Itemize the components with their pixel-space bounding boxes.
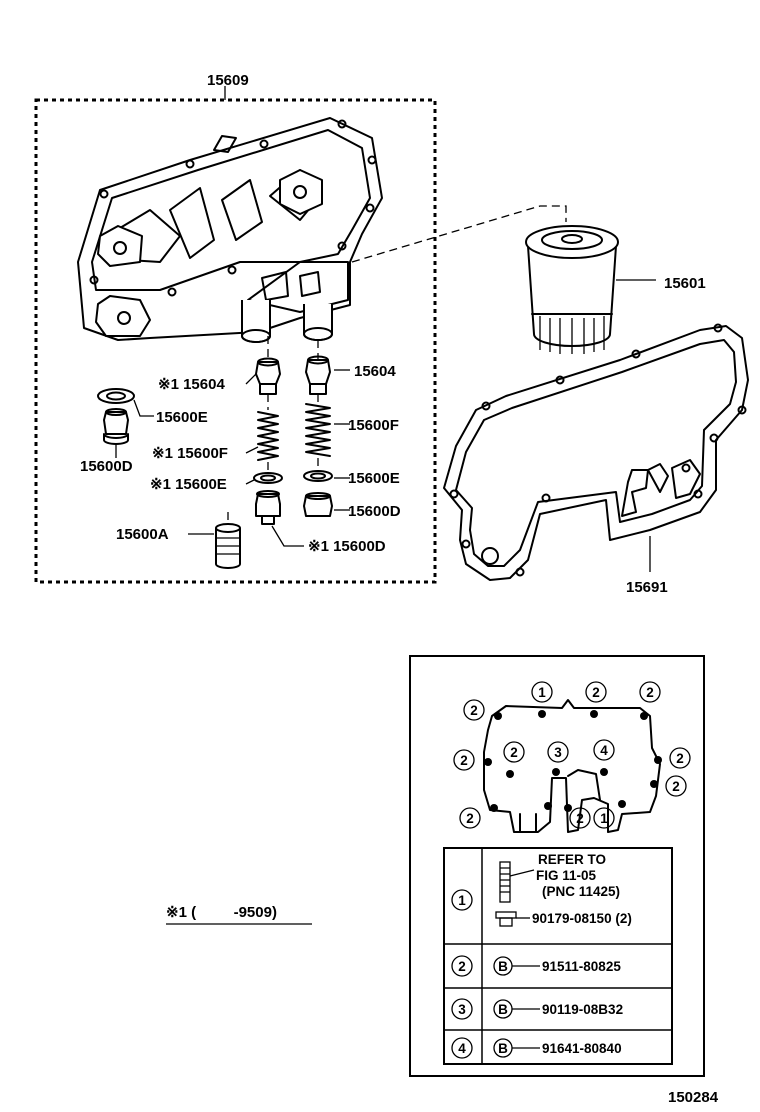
marker-4: 4 xyxy=(593,739,615,761)
label-15600E-right: 15600E xyxy=(348,470,400,487)
svg-text:2: 2 xyxy=(646,685,654,700)
svg-text:(PNC 11425): (PNC 11425) xyxy=(542,884,620,899)
marker-1-bottom: 1 xyxy=(593,807,615,829)
label-15604-right: 15604 xyxy=(354,363,396,380)
marker-2-bottom-mid: 2 xyxy=(569,807,591,829)
svg-text:1: 1 xyxy=(538,685,546,700)
marker-2-right-b: 2 xyxy=(665,775,687,797)
marker-2-top-b: 2 xyxy=(639,681,661,703)
left-washer-plug xyxy=(97,388,154,458)
label-15600E-left: ※1 15600E xyxy=(150,476,227,493)
bolt-flange-icon xyxy=(495,911,517,927)
label-15600D-right: 15600D xyxy=(348,503,401,520)
left-relief-valve-stack xyxy=(245,357,304,547)
svg-text:91511-80825: 91511-80825 xyxy=(542,959,621,974)
marker-2-left-top: 2 xyxy=(463,699,485,721)
svg-text:2: 2 xyxy=(592,685,600,700)
label-15604-left: ※1 15604 xyxy=(158,376,225,393)
oil-cooler-housing xyxy=(77,117,383,360)
label-15601: 15601 xyxy=(664,275,706,292)
bolt-table: 1 REFER TO FIG 11-05 (PNC 11425) 90179-0… xyxy=(443,847,673,1065)
label-15600F-right: 15600F xyxy=(348,417,399,434)
svg-text:2: 2 xyxy=(458,959,466,974)
marker-2-inner: 2 xyxy=(503,741,525,763)
svg-text:B: B xyxy=(498,1002,508,1017)
bolt-chart-outline xyxy=(483,699,661,833)
svg-text:REFER TO: REFER TO xyxy=(538,852,606,867)
svg-text:91641-80840: 91641-80840 xyxy=(542,1041,622,1056)
marker-2-left-mid: 2 xyxy=(453,749,475,771)
svg-text:B: B xyxy=(498,1041,508,1056)
leader-filter xyxy=(351,205,567,263)
svg-text:FIG 11-05: FIG 11-05 xyxy=(536,868,597,883)
svg-text:2: 2 xyxy=(672,779,680,794)
right-relief-valve-stack xyxy=(303,355,350,517)
label-15600D-top: 15600D xyxy=(80,458,133,475)
svg-text:2: 2 xyxy=(576,811,584,826)
svg-text:4: 4 xyxy=(458,1041,466,1056)
svg-text:2: 2 xyxy=(510,745,518,760)
gasket xyxy=(443,323,749,581)
bolt-chart-panel: 1 2 2 2 2 2 3 4 2 2 2 2 1 1 REFER TO FIG… xyxy=(409,655,705,1077)
svg-text:2: 2 xyxy=(470,703,478,718)
table-row-3: 3 B 90119-08B32 xyxy=(451,998,623,1020)
svg-text:2: 2 xyxy=(460,753,468,768)
marker-1-top: 1 xyxy=(531,681,553,703)
assembly-box: 15609 xyxy=(34,72,437,584)
marker-2-right-a: 2 xyxy=(669,747,691,769)
stud-icon xyxy=(499,861,535,903)
label-15600D-bottom: ※1 15600D xyxy=(308,538,386,555)
marker-2-bottom-left: 2 xyxy=(459,807,481,829)
marker-3: 3 xyxy=(547,741,569,763)
label-15609: 15609 xyxy=(207,72,249,89)
label-15600F-left: ※1 15600F xyxy=(152,445,228,462)
table-row-2: 2 B 91511-80825 xyxy=(451,955,621,977)
svg-text:1: 1 xyxy=(600,811,608,826)
svg-text:2: 2 xyxy=(676,751,684,766)
label-15600E-top: 15600E xyxy=(156,409,208,426)
label-15691: 15691 xyxy=(626,579,668,596)
svg-text:3: 3 xyxy=(554,745,562,760)
svg-text:2: 2 xyxy=(466,811,474,826)
svg-text:3: 3 xyxy=(458,1002,466,1017)
oil-filter xyxy=(525,225,656,354)
figure-id: 150284 xyxy=(668,1089,719,1106)
svg-text:90119-08B32: 90119-08B32 xyxy=(542,1002,623,1017)
svg-text:4: 4 xyxy=(600,743,608,758)
sleeve-15600A xyxy=(188,512,241,569)
footnote-text: ※1 ( -9509) xyxy=(166,904,277,921)
svg-text:90179-08150 (2): 90179-08150 (2) xyxy=(532,911,632,926)
label-15600A: 15600A xyxy=(116,526,169,543)
marker-2-top-a: 2 xyxy=(585,681,607,703)
svg-text:1: 1 xyxy=(458,893,466,908)
table-row-1: 1 REFER TO FIG 11-05 (PNC 11425) 90179-0… xyxy=(451,852,632,927)
bolt-dots xyxy=(484,710,662,812)
table-row-4: 4 B 91641-80840 xyxy=(451,1037,622,1059)
svg-text:B: B xyxy=(498,959,508,974)
